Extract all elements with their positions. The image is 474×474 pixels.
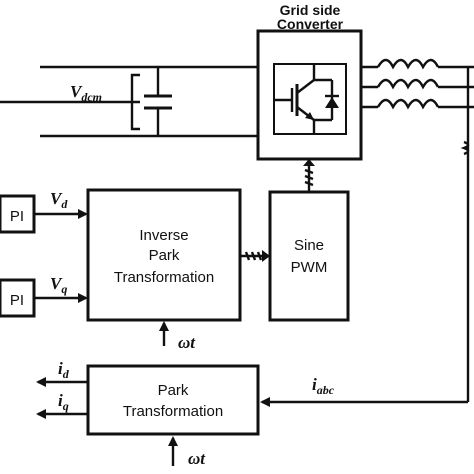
inverse-park-line1: Inverse	[139, 227, 188, 244]
iq-label: iq	[58, 391, 69, 413]
id-label: id	[58, 359, 70, 381]
sine-pwm-block	[268, 190, 350, 322]
pi-block-q	[0, 278, 36, 318]
sine-pwm-line2: PWM	[291, 259, 328, 276]
pi-block-d	[0, 194, 36, 234]
omega-t-top-label: ωt	[178, 333, 196, 352]
omega-t-bottom-label: ωt	[188, 449, 206, 468]
inverse-park-line2: Park	[149, 247, 180, 264]
grid-side-converter-block	[256, 29, 363, 161]
three-phase-output	[361, 58, 474, 402]
inverse-park-to-pwm-bus	[240, 250, 270, 262]
iabc-label: iabc	[312, 375, 335, 397]
inverse-park-line3: Transformation	[114, 269, 214, 286]
park-line2: Transformation	[123, 403, 223, 420]
vq-label: Vq	[50, 274, 67, 296]
park-block	[86, 364, 260, 436]
converter-title-line1: Grid side	[280, 2, 341, 18]
pi-block-q-label: PI	[10, 292, 24, 309]
pi-block-d-label: PI	[10, 208, 24, 225]
converter-title-line2: Converter	[277, 16, 344, 32]
pwm-to-converter-bus	[303, 159, 315, 192]
vd-label: Vd	[50, 189, 68, 211]
dc-link	[0, 65, 258, 138]
vdc-label: Vdcm	[70, 82, 102, 104]
park-line1: Park	[158, 382, 189, 399]
sine-pwm-line1: Sine	[294, 237, 324, 254]
igbt-icon	[274, 64, 339, 134]
